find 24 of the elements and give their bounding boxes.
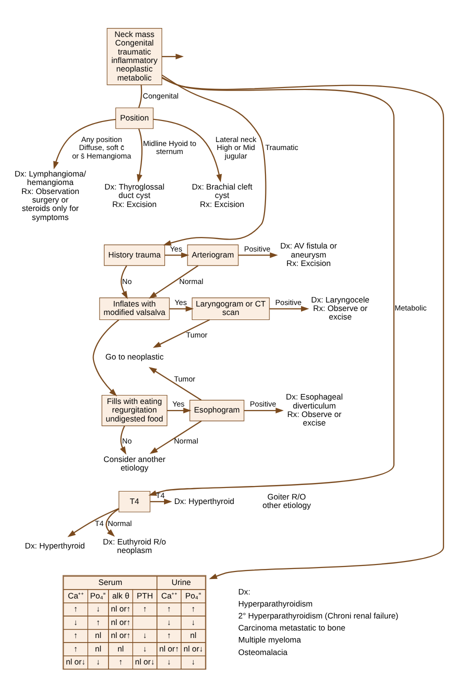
- arrow: [244, 408, 284, 414]
- arrow: [68, 508, 120, 538]
- arrow: [167, 408, 192, 414]
- arrow: [170, 306, 194, 312]
- connector: [138, 84, 142, 108]
- arrow: [162, 78, 444, 580]
- arrow: [270, 306, 310, 312]
- arrow: [150, 498, 172, 504]
- arrow: [164, 252, 190, 258]
- arrow: [53, 118, 116, 170]
- arrow: [148, 367, 202, 401]
- arrow: [120, 426, 126, 455]
- arrow: [148, 76, 394, 496]
- arrow: [162, 54, 184, 60]
- arrow: [238, 252, 278, 258]
- arrow: [106, 508, 119, 537]
- arrow: [153, 118, 222, 182]
- arrow: [92, 319, 120, 396]
- arrow: [148, 265, 198, 299]
- arrow: [120, 265, 128, 300]
- arrow: [150, 420, 202, 454]
- arrow: [136, 128, 143, 182]
- arrow: [162, 74, 266, 246]
- arrow: [152, 319, 210, 348]
